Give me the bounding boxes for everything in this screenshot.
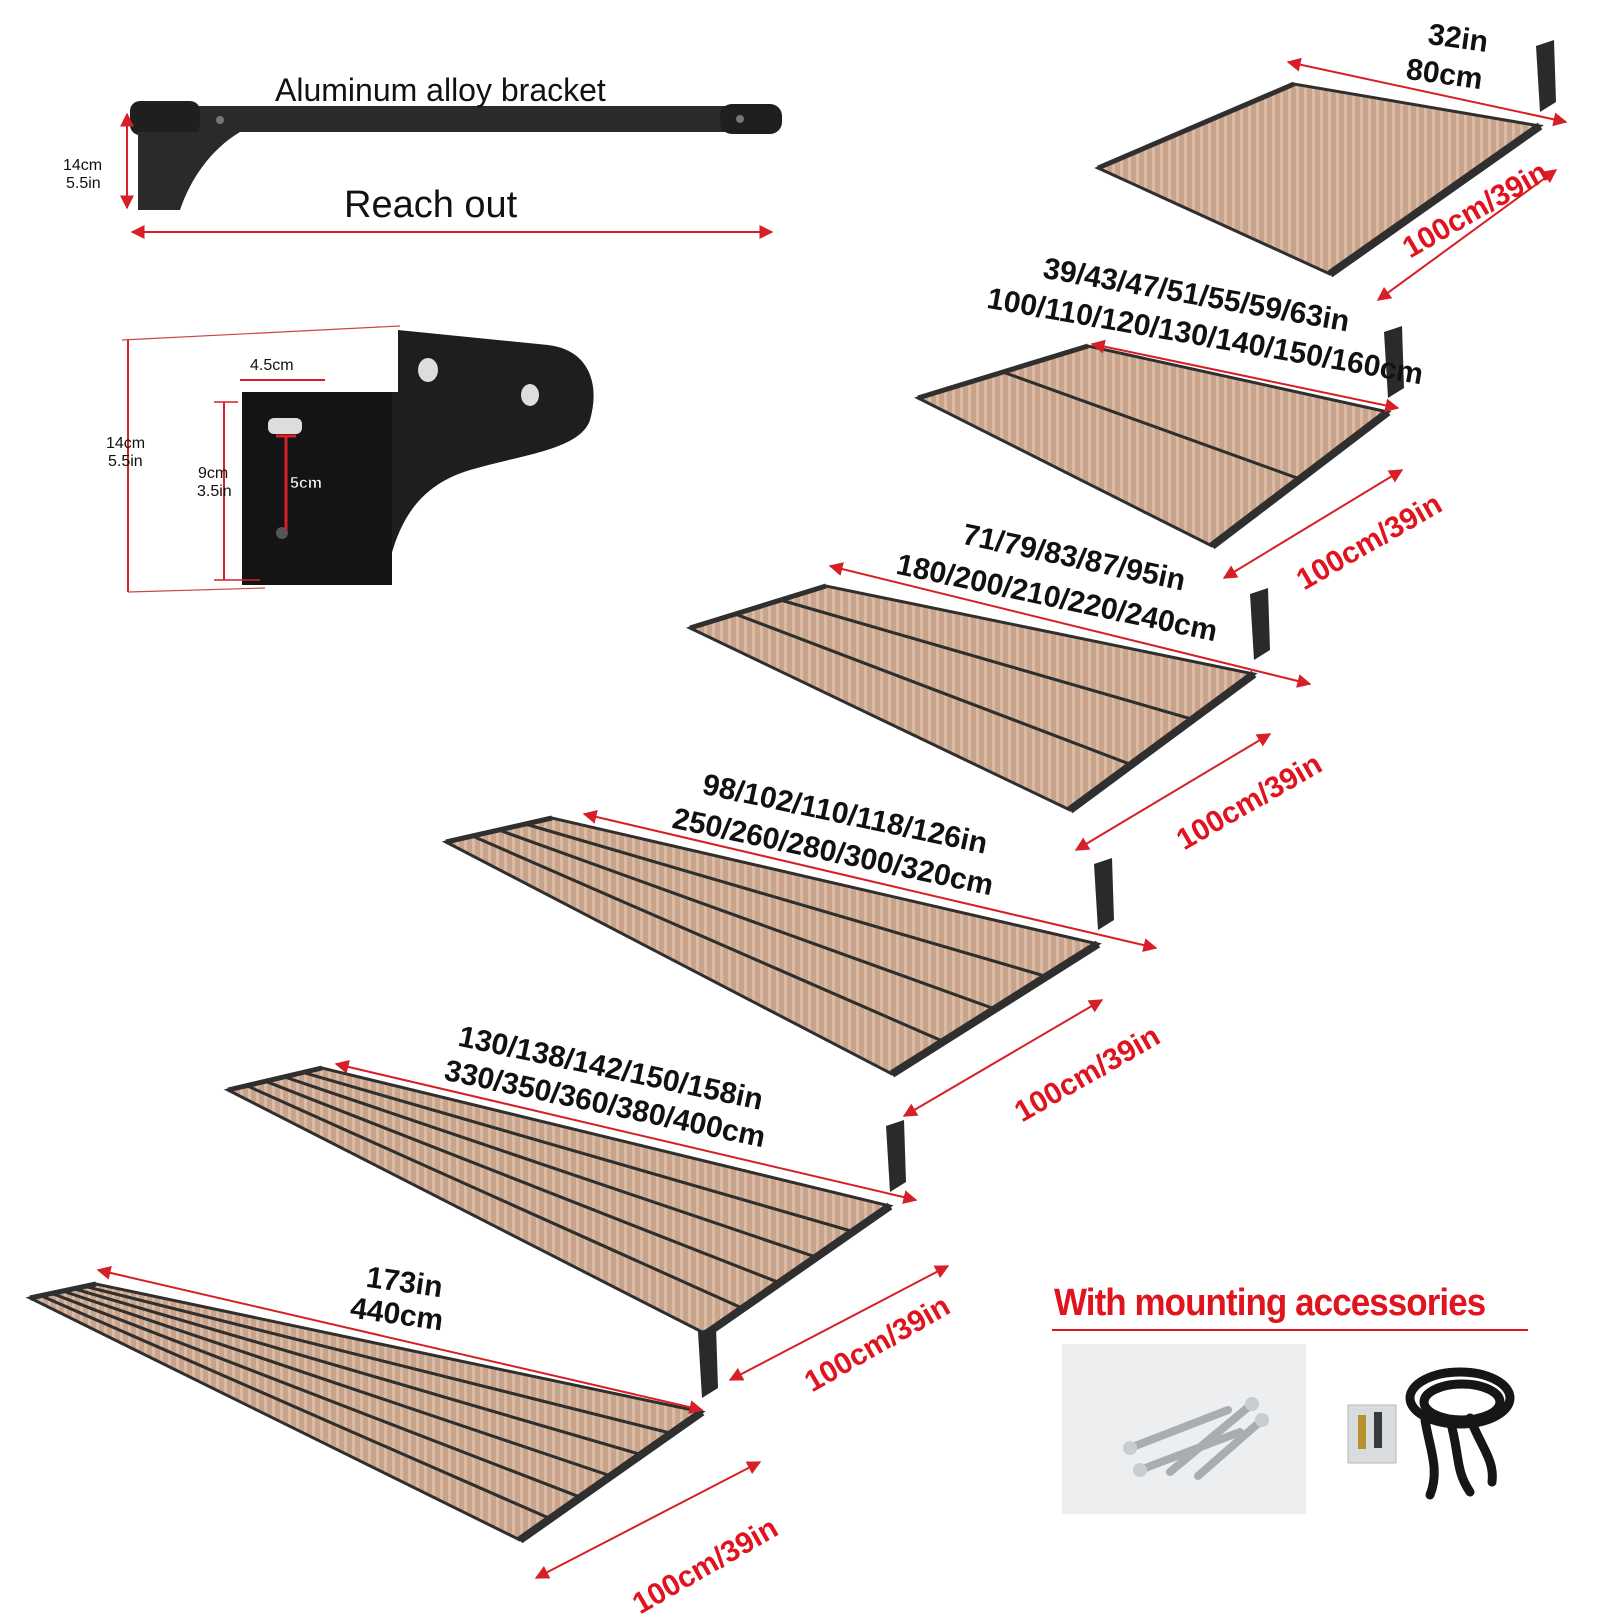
canopy-2-back-rail [917,343,1089,401]
canopy-6-back-rail [29,1281,97,1301]
canopy-3-back-rail [689,583,827,631]
canopy-5-width-arrow [334,1060,918,1204]
canopy-4-width-arrow [582,810,1158,952]
plate-dimension-lines [121,325,401,593]
canopy-6-bracket [698,1326,718,1398]
canopy-5-bracket [886,1120,906,1192]
accessories-title: With mounting accessories [1054,1282,1486,1324]
canopy-2-width-arrow [1090,339,1400,413]
canopy-3-width-arrow [828,562,1312,688]
canopy-1-panel [1094,82,1544,276]
canopy-variants [25,40,1568,1579]
plate-width-label: 4.5cm [250,357,294,374]
canopy-6-width-arrow [96,1266,704,1414]
aluminum-bracket-icon [130,101,782,210]
canopy-1-depth-arrow [1376,169,1558,301]
plate-height-cm: 14cm [106,435,146,452]
plate-slot-label: 5cm [290,475,323,492]
canopy-5-depth-arrow [728,1265,950,1381]
canopy-1-width-arrow [1286,57,1568,127]
canopy-3-bracket [1250,588,1270,660]
canopy-4-back-rail [445,815,553,845]
bracket-height-in: 5.5in [66,175,101,192]
canopy-4-depth-arrow [902,999,1104,1117]
plate-inner-cm: 9cm [198,465,229,482]
canopy-2-depth-arrow [1222,469,1404,579]
canopy-4-bracket [1094,858,1114,930]
canopy-1-bracket [1536,40,1556,112]
bracket-height-cm: 14cm [63,157,103,174]
expansion-bolts-icon [1062,1344,1306,1514]
plate-inner-in: 3.5in [197,483,232,500]
plate-height-in: 5.5in [108,453,143,470]
canopy-6-depth-arrow [534,1461,762,1579]
canopy-1 [1094,40,1556,278]
reach-label: Reach out [344,184,518,226]
canopy-1-back-rail [1097,81,1295,171]
mounting-plate-icon [242,330,594,585]
bracket-title: Aluminum alloy bracket [275,72,606,108]
sealing-strip-icon [1330,1350,1530,1510]
canopy-5-back-rail [227,1065,323,1093]
